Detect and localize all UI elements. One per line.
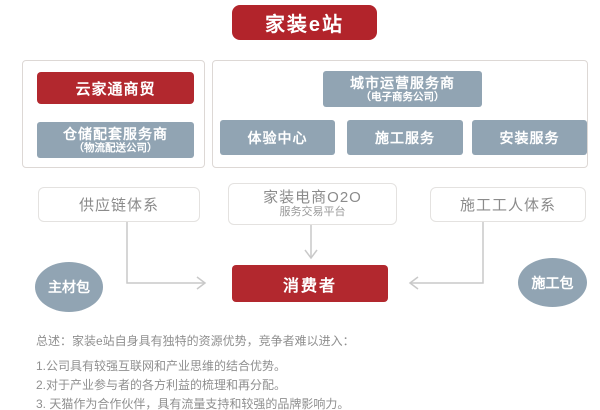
node-sublabel: 服务交易平台	[279, 206, 346, 218]
node-label: 主材包	[48, 279, 90, 295]
node-label: 家装电商O2O	[263, 189, 362, 206]
summary-block: 总述：家装e站自身具有独特的资源优势，竞争者难以进入： 1.公司具有较强互联网和…	[36, 332, 576, 410]
logo-banner: 家装e站	[232, 5, 377, 40]
arrow-supply-to-consumer	[126, 222, 204, 284]
node-label: 安装服务	[499, 129, 560, 146]
node-supply-chain: 供应链体系	[38, 187, 200, 222]
node-label: 城市运营服务商	[350, 75, 455, 91]
summary-lead: 总述：家装e站自身具有独特的资源优势，竞争者难以进入：	[36, 334, 355, 348]
logo-text: 家装e站	[264, 14, 345, 36]
node-label: 供应链体系	[78, 197, 159, 214]
node-label: 施工工人体系	[459, 197, 556, 214]
node-label: 施工服务	[375, 129, 435, 146]
node-material-pack: 主材包	[35, 262, 103, 312]
node-city-operator: 城市运营服务商 （电子商务公司）	[323, 71, 482, 107]
node-workers-system: 施工工人体系	[430, 187, 586, 222]
node-consumer: 消费者	[232, 265, 388, 302]
node-sublabel: （物流配送公司）	[73, 142, 158, 154]
node-o2o-platform: 家装电商O2O 服务交易平台	[228, 183, 397, 225]
node-yunjiatong-trade: 云家通商贸	[37, 72, 194, 104]
summary-point-3: 3. 天猫作为合作伙伴，具有流量支持和较强的品牌影响力。	[36, 397, 350, 410]
node-label: 施工包	[531, 274, 574, 291]
summary-point-2: 2.对于产业参与者的各方利益的梳理和再分配。	[36, 378, 287, 392]
node-label: 仓储配套服务商	[63, 126, 168, 142]
node-construction-pack: 施工包	[518, 258, 587, 307]
node-warehouse-provider: 仓储配套服务商 （物流配送公司）	[37, 122, 194, 158]
node-installation-service: 安装服务	[472, 120, 587, 155]
node-label: 云家通商贸	[75, 80, 156, 98]
node-construction-service: 施工服务	[347, 120, 463, 155]
summary-point-1: 1.公司具有较强互联网和产业思维的结合优势。	[36, 359, 287, 373]
arrow-workers-to-consumer	[411, 222, 484, 284]
node-experience-center: 体验中心	[220, 120, 335, 155]
node-label: 消费者	[282, 277, 337, 295]
node-sublabel: （电子商务公司）	[360, 91, 445, 103]
node-label: 体验中心	[247, 129, 308, 146]
